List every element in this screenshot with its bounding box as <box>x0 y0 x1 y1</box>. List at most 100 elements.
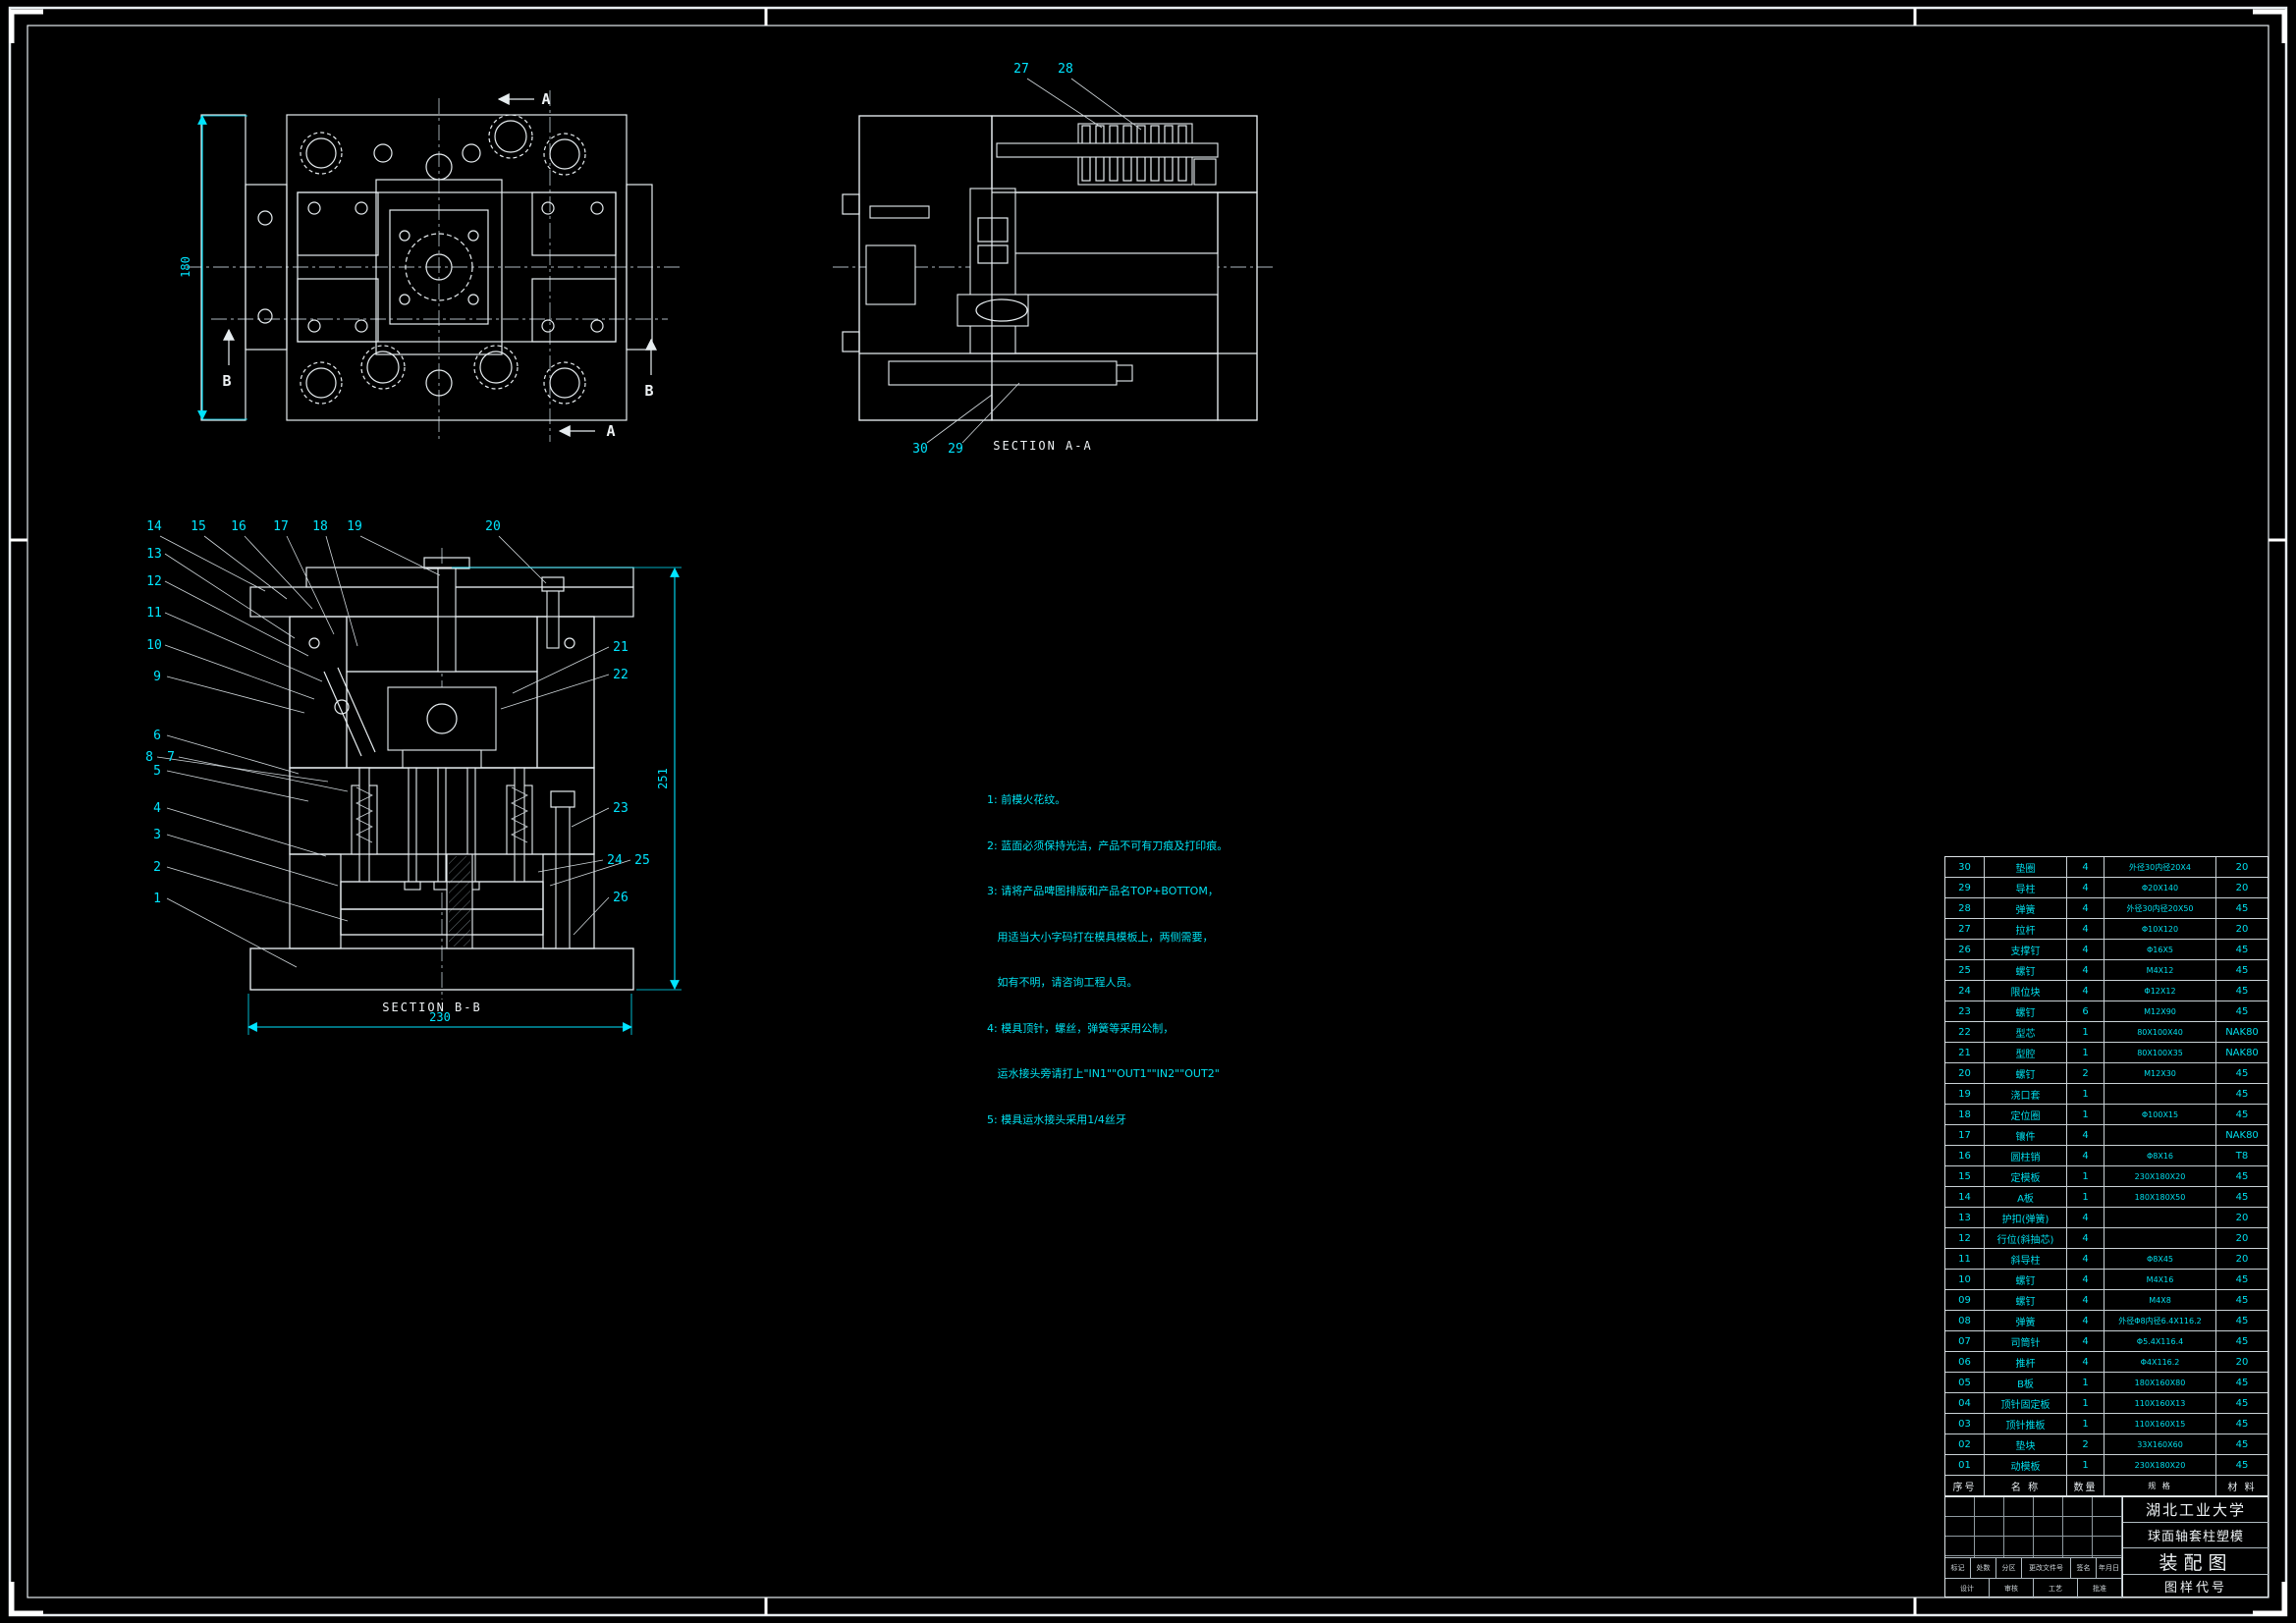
bom-cell: 45 <box>2216 981 2268 1001</box>
section-markers: A A B B <box>222 90 657 440</box>
balloon-20: 20 <box>485 519 501 534</box>
bom-cell: 04 <box>1945 1393 1985 1414</box>
bom-cell: 20 <box>2216 1228 2268 1249</box>
bom-cell: 08 <box>1945 1311 1985 1331</box>
bom-cell: 行位(斜抽芯) <box>1985 1228 2067 1249</box>
bom-cell: 1 <box>2067 1414 2105 1434</box>
balloon-15: 15 <box>191 519 206 534</box>
note-line: 如有不明，请咨询工程人员。 <box>987 976 1138 989</box>
title-block-revision-area: 标记 处数 分区 更改文件号 签名 年月日 设计 审核 工艺 批准 <box>1945 1497 2122 1598</box>
balloon-3: 3 <box>153 828 161 842</box>
bom-cell: 15 <box>1945 1166 1985 1187</box>
note-line: 1: 前模火花纹。 <box>987 793 1066 806</box>
bom-cell: 180X160X80 <box>2105 1373 2216 1393</box>
rev-label: 分区 <box>1996 1558 2022 1578</box>
sheet-border <box>8 6 2288 1617</box>
bom-cell: 45 <box>2216 1001 2268 1022</box>
top-view-dimension-180: 180 <box>179 115 247 420</box>
bom-cell: 20 <box>1945 1063 1985 1084</box>
bom-cell: 外径Φ8内径6.4X116.2 <box>2105 1311 2216 1331</box>
section-letter-b-right: B <box>644 382 653 400</box>
section-letter-b-left: B <box>222 372 231 390</box>
bom-cell: A板 <box>1985 1187 2067 1208</box>
bom-cell: 19 <box>1945 1084 1985 1105</box>
bom-cell: Φ16X5 <box>2105 940 2216 960</box>
rev-label: 更改文件号 <box>2022 1558 2071 1578</box>
rev-label: 标记 <box>1945 1558 1971 1578</box>
revision-labels-row: 标记 处数 分区 更改文件号 签名 年月日 <box>1945 1557 2122 1578</box>
bom-cell: 45 <box>2216 940 2268 960</box>
bom-cell: 230X180X20 <box>2105 1455 2216 1476</box>
bom-cell: Φ20X140 <box>2105 878 2216 898</box>
bom-cell: Φ8X16 <box>2105 1146 2216 1166</box>
balloon-9: 9 <box>153 670 161 684</box>
top-view: A A B B 180 <box>179 90 680 442</box>
bom-cell: 18 <box>1945 1105 1985 1125</box>
bom-cell: 4 <box>2067 940 2105 960</box>
bom-cell: 1 <box>2067 1043 2105 1063</box>
bom-cell: 外径30内径20X50 <box>2105 898 2216 919</box>
bom-cell <box>2105 1125 2216 1146</box>
bom-cell: 司筒针 <box>1985 1331 2067 1352</box>
bom-cell: 45 <box>2216 1270 2268 1290</box>
bom-cell: 4 <box>2067 1125 2105 1146</box>
bom-cell: 定位圈 <box>1985 1105 2067 1125</box>
bom-cell: 支撑钉 <box>1985 940 2067 960</box>
balloon-30: 30 <box>912 442 928 457</box>
bom-cell: 镶件 <box>1985 1125 2067 1146</box>
balloon-27: 27 <box>1013 62 1029 77</box>
balloon-8: 8 <box>145 750 153 765</box>
bom-cell: 拉杆 <box>1985 919 2067 940</box>
balloon-5: 5 <box>153 764 161 779</box>
bom-cell: 螺钉 <box>1985 960 2067 981</box>
bom-cell: 22 <box>1945 1022 1985 1043</box>
bom-cell: 45 <box>2216 898 2268 919</box>
spring-symbol <box>355 786 373 843</box>
bom-cell: 14 <box>1945 1187 1985 1208</box>
balloon-28: 28 <box>1058 62 1073 77</box>
bom-cell: 26 <box>1945 940 1985 960</box>
bom-cell: 型芯 <box>1985 1022 2067 1043</box>
title-sheet-type: 装配图 <box>2123 1548 2269 1575</box>
leader-lines-aa <box>926 78 1142 444</box>
balloon-13: 13 <box>146 547 162 562</box>
bom-cell: 20 <box>2216 878 2268 898</box>
bom-cell: 21 <box>1945 1043 1985 1063</box>
note-line: 5: 模具运水接头采用1/4丝牙 <box>987 1112 1126 1126</box>
balloon-23: 23 <box>613 801 629 816</box>
bom-cell: 外径30内径20X4 <box>2105 857 2216 878</box>
bom-cell: 20 <box>2216 1352 2268 1373</box>
balloon-21: 21 <box>613 640 629 655</box>
bom-cell: 45 <box>2216 1455 2268 1476</box>
bom-cell: 09 <box>1945 1290 1985 1311</box>
border-center-ticks <box>10 8 2286 1615</box>
bom-cell: M12X30 <box>2105 1063 2216 1084</box>
section-letter-a-bottom: A <box>606 422 615 440</box>
bom-cell: 80X100X35 <box>2105 1043 2216 1063</box>
technical-notes: 1: 前模火花纹。 2: 蓝面必须保持光洁，产品不可有刀痕及打印痕。 3: 请将… <box>987 762 1291 1143</box>
bom-cell: 斜导柱 <box>1985 1249 2067 1270</box>
bom-cell: 4 <box>2067 898 2105 919</box>
bom-cell: 动模板 <box>1985 1455 2067 1476</box>
note-line: 运水接头旁请打上"IN1""OUT1""IN2""OUT2" <box>987 1067 1220 1080</box>
section-aa-title: SECTION A-A <box>993 439 1092 453</box>
balloon-16: 16 <box>231 519 246 534</box>
bom-cell: 30 <box>1945 857 1985 878</box>
balloon-19: 19 <box>347 519 362 534</box>
bom-cell: M12X90 <box>2105 1001 2216 1022</box>
bom-cell: 浇口套 <box>1985 1084 2067 1105</box>
bom-cell: 45 <box>2216 1331 2268 1352</box>
bom-cell: 1 <box>2067 1084 2105 1105</box>
bom-cell: 10 <box>1945 1270 1985 1290</box>
title-block-main: 湖北工业大学 球面轴套柱塑模 装配图 图样代号 <box>2122 1497 2269 1596</box>
bom-header-cell: 序号 <box>1945 1476 1985 1495</box>
bom-cell: 4 <box>2067 1249 2105 1270</box>
bom-cell: Φ8X45 <box>2105 1249 2216 1270</box>
balloon-11: 11 <box>146 606 162 621</box>
bom-cell: 螺钉 <box>1985 1063 2067 1084</box>
bom-cell: 4 <box>2067 857 2105 878</box>
bom-cell: 05 <box>1945 1373 1985 1393</box>
bom-cell: 03 <box>1945 1414 1985 1434</box>
bom-cell: M4X8 <box>2105 1290 2216 1311</box>
